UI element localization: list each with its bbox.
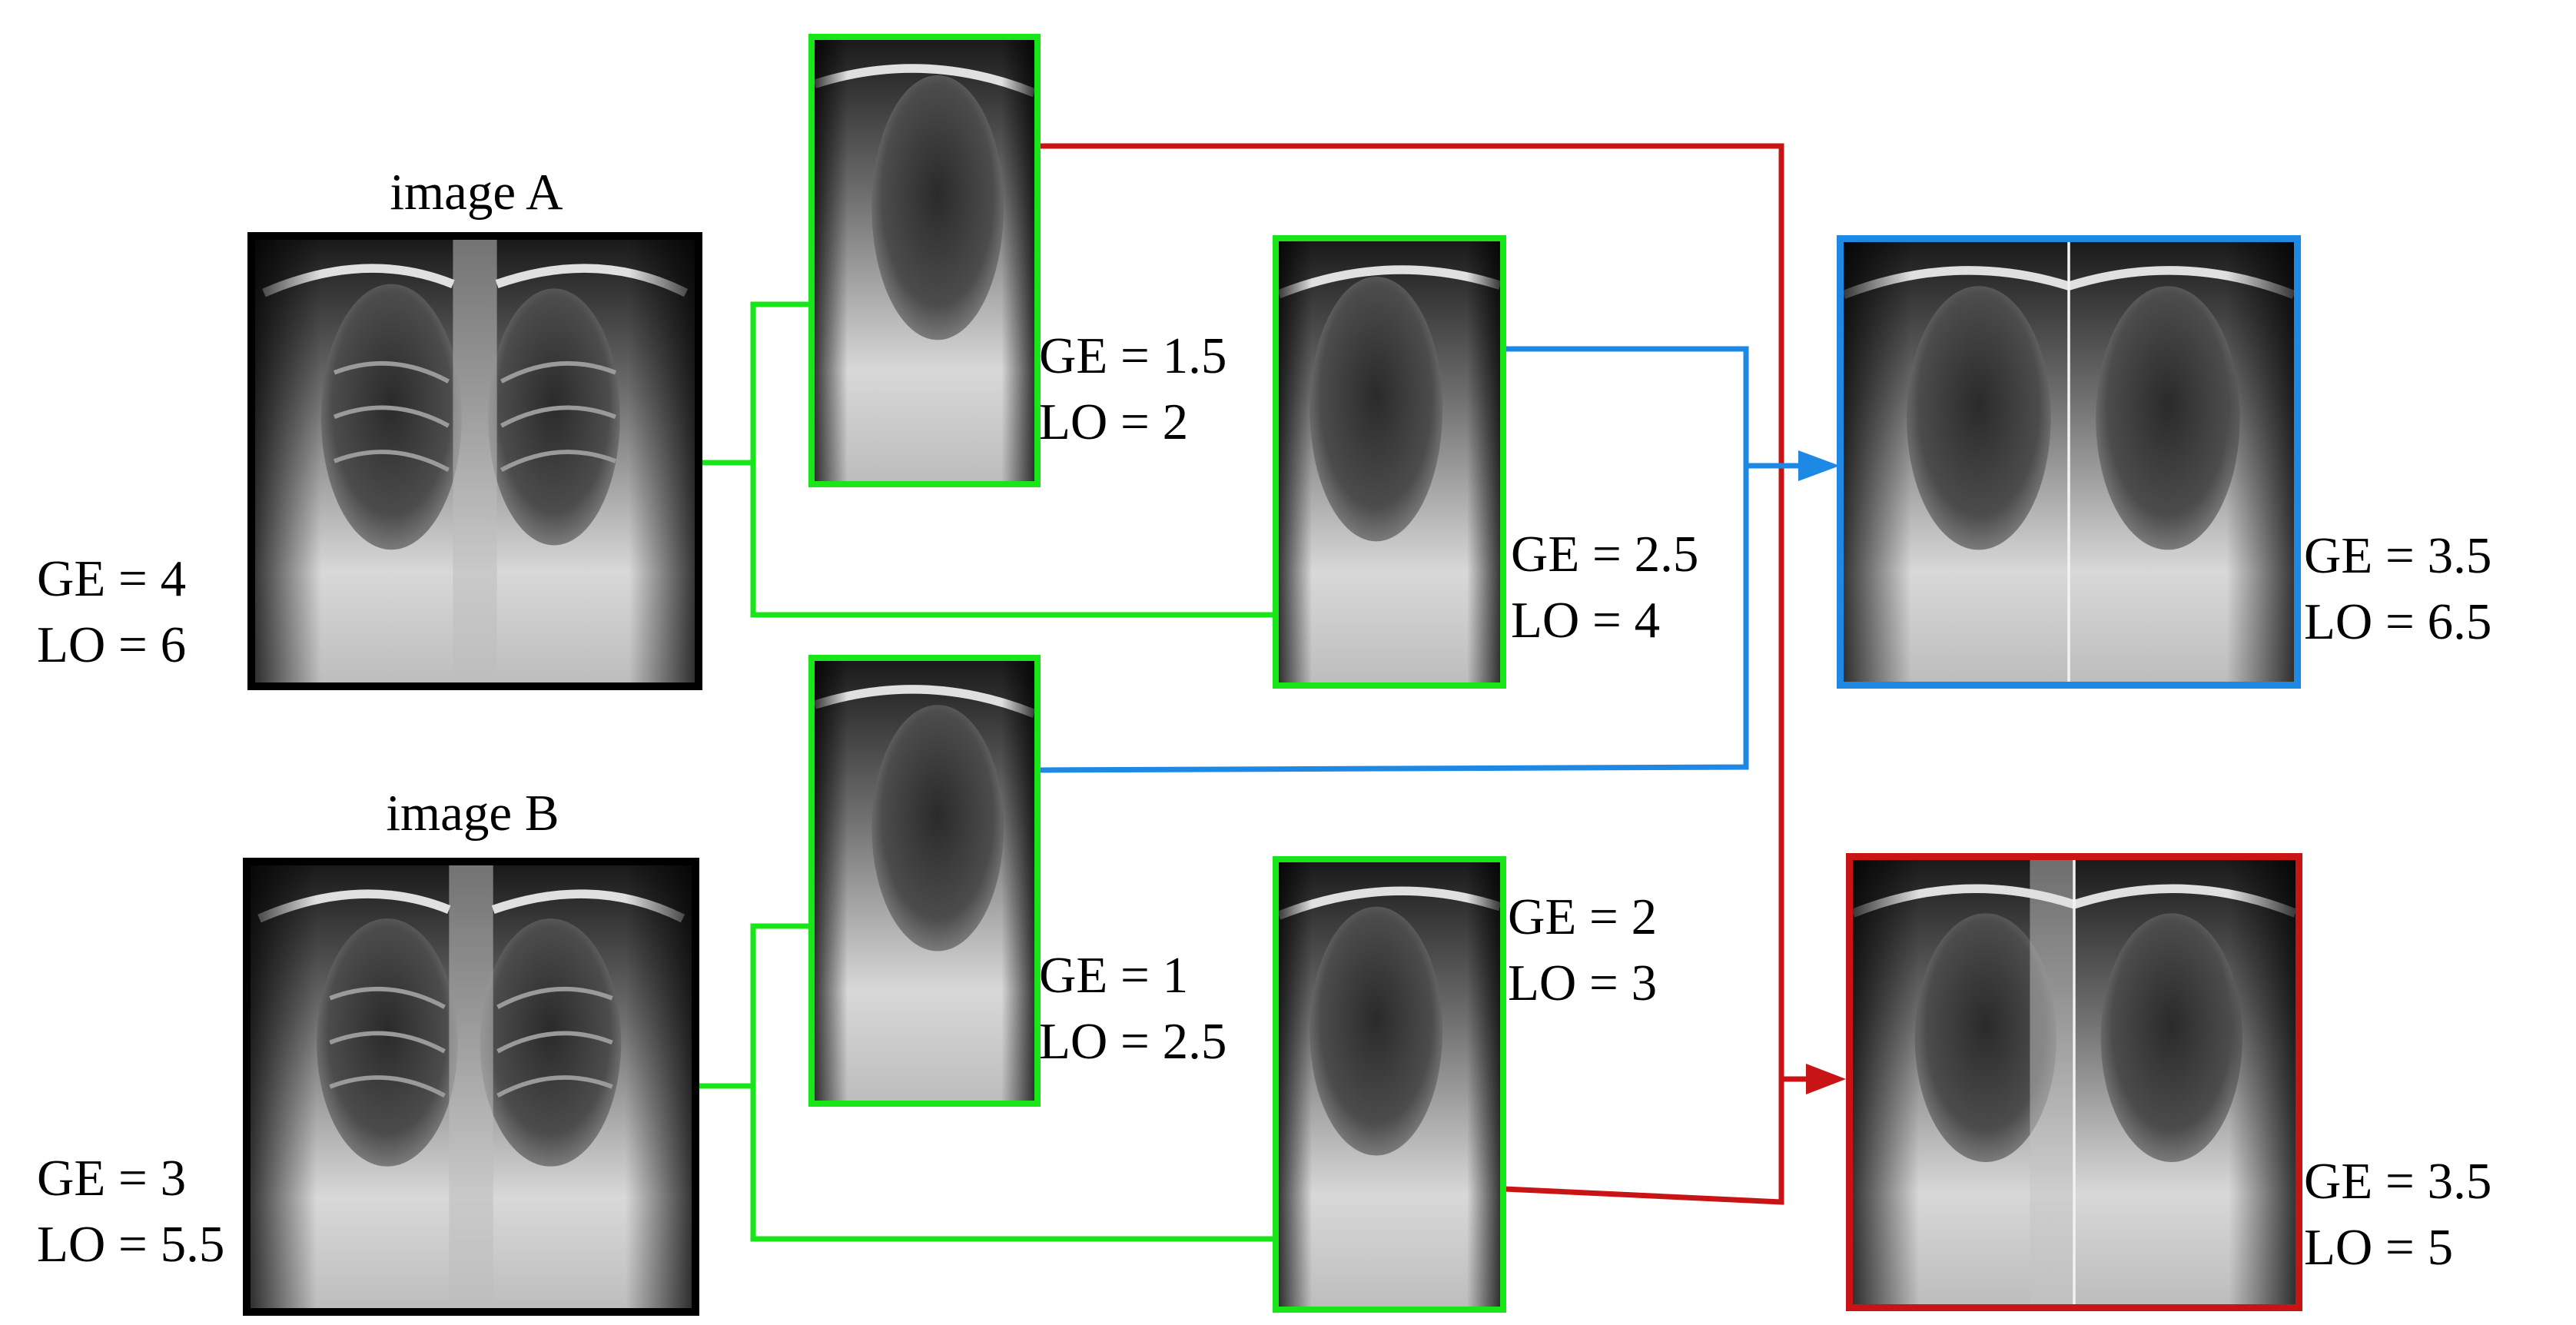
b-left-half-lo: LO = 3 <box>1508 955 1658 1011</box>
image-b-ge: GE = 3 <box>37 1150 187 1207</box>
b-right-half-ge: GE = 1 <box>1039 947 1189 1004</box>
image-b-xray <box>243 858 699 1316</box>
mixed-blue-lo: LO = 6.5 <box>2304 593 2492 650</box>
mixed-red-xray <box>1846 853 2302 1311</box>
b-left-half-ge: GE = 2 <box>1508 888 1658 945</box>
image-a-lo: LO = 6 <box>37 616 187 673</box>
arrow-blue <box>1798 450 1840 481</box>
connector-red-upper <box>1039 143 1784 1079</box>
image-a-xray <box>247 232 702 690</box>
image-a-ge: GE = 4 <box>37 550 187 607</box>
a-left-half-xray <box>1273 235 1506 689</box>
connector-a-split <box>699 301 808 466</box>
connector-blue-upper <box>1505 346 1798 469</box>
b-left-half-xray <box>1273 856 1506 1313</box>
connector-a-split-lower <box>750 463 1277 618</box>
mixed-blue-xray <box>1837 235 2301 689</box>
image-b-title: image B <box>386 785 559 842</box>
mixed-red-lo: LO = 5 <box>2304 1219 2454 1276</box>
a-left-half-lo: LO = 4 <box>1511 592 1661 649</box>
a-right-half-lo: LO = 2 <box>1039 394 1189 450</box>
mixed-blue-ge: GE = 3.5 <box>2304 527 2492 584</box>
image-a-title: image A <box>390 164 563 221</box>
a-right-half-ge: GE = 1.5 <box>1039 327 1227 384</box>
connector-b-split <box>696 923 808 1089</box>
arrow-red <box>1806 1064 1846 1094</box>
connector-blue-lower <box>1038 466 1749 773</box>
b-right-half-xray <box>808 655 1041 1107</box>
connector-red-lower <box>1504 1076 1806 1205</box>
image-b-lo: LO = 5.5 <box>37 1216 225 1273</box>
a-right-half-xray <box>808 34 1041 487</box>
mixed-red-ge: GE = 3.5 <box>2304 1153 2492 1210</box>
connector-b-split-lower <box>750 1086 1277 1242</box>
b-right-half-lo: LO = 2.5 <box>1039 1013 1227 1070</box>
a-left-half-ge: GE = 2.5 <box>1511 526 1699 583</box>
